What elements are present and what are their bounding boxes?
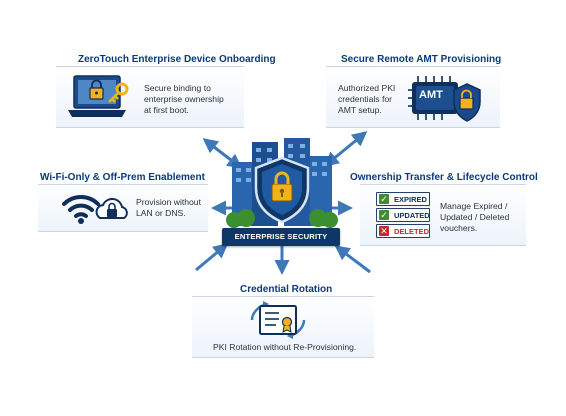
desc-line: enterprise ownership xyxy=(144,94,224,104)
building-shield-lock-icon xyxy=(226,138,338,228)
desc-line: Provision without xyxy=(136,197,201,207)
tag-expired: ✓ EXPIRED xyxy=(376,192,430,206)
desc-line: LAN or DNS. xyxy=(136,208,186,218)
rotation-title: Credential Rotation xyxy=(240,284,333,295)
wifi-cloud-lock-icon xyxy=(62,194,128,224)
arrow-lower-right xyxy=(334,245,371,274)
arrow-lower-left xyxy=(195,243,229,272)
onboarding-desc: Secure binding to enterprise ownership a… xyxy=(144,83,224,116)
rotation-desc: PKI Rotation without Re-Provisioning. xyxy=(213,342,357,352)
ownership-desc: Manage Expired / Updated / Deleted vouch… xyxy=(440,201,509,234)
certificate-rotation-icon xyxy=(250,301,306,339)
laptop-lock-key-icon xyxy=(68,75,129,117)
amt-chip-label: AMT xyxy=(419,89,443,101)
desc-line: Authorized PKI xyxy=(338,83,396,93)
desc-line: AMT setup. xyxy=(338,105,382,115)
ownership-title: Ownership Transfer & Lifecycle Control xyxy=(350,172,538,183)
desc-line: at first boot. xyxy=(144,105,189,115)
desc-line: Secure binding to xyxy=(144,83,211,93)
amt-chip-shield-icon xyxy=(408,76,481,122)
tag-label: UPDATED xyxy=(394,211,430,220)
check-icon: ✓ xyxy=(379,194,389,204)
desc-line: Manage Expired / xyxy=(440,201,508,211)
tag-label: DELETED xyxy=(394,227,430,236)
desc-line: credentials for xyxy=(338,94,392,104)
wifi-title: Wi-Fi-Only & Off-Prem Enablement xyxy=(40,172,205,183)
tag-label: EXPIRED xyxy=(394,195,427,204)
amt-title: Secure Remote AMT Provisioning xyxy=(341,54,502,65)
check-icon: ✓ xyxy=(379,210,389,220)
enterprise-security-banner: ENTERPRISE SECURITY xyxy=(222,228,340,246)
tag-updated: ✓ UPDATED xyxy=(376,208,430,222)
amt-desc: Authorized PKI credentials for AMT setup… xyxy=(338,83,395,116)
x-icon: ✕ xyxy=(379,226,389,236)
arrow-to-amt xyxy=(323,131,368,167)
desc-line: vouchers. xyxy=(440,223,478,233)
tag-deleted: ✕ DELETED xyxy=(376,224,430,238)
voucher-status-list-icon: ✓ EXPIRED ✓ UPDATED ✕ DELETED xyxy=(376,192,432,242)
desc-line: Updated / Deleted xyxy=(440,212,510,222)
onboarding-title: ZeroTouch Enterprise Device Onboarding xyxy=(78,54,276,65)
wifi-desc: Provision without LAN or DNS. xyxy=(136,197,201,219)
